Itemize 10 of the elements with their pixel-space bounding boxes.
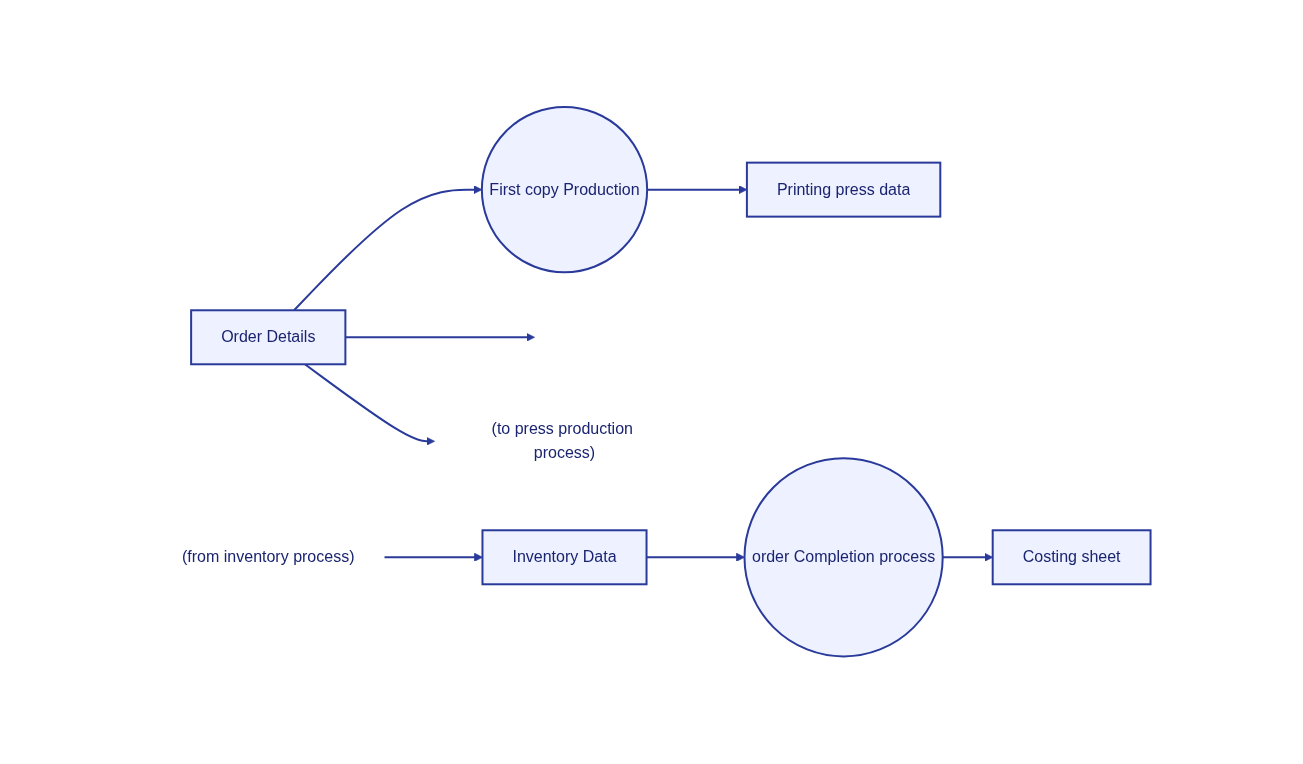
arrow [293,185,483,312]
arrow [304,363,436,446]
node-circle: First copy Production [481,106,649,274]
node-box: Order Details [190,309,347,366]
node-box: Costing sheet [991,529,1152,586]
node-box: Printing press data [746,161,942,218]
node-circle: order Completion process [743,457,944,658]
node-box: Inventory Data [481,529,648,586]
node-text: (to press production process) [491,420,634,462]
node-text: (from inventory process) [182,548,355,566]
